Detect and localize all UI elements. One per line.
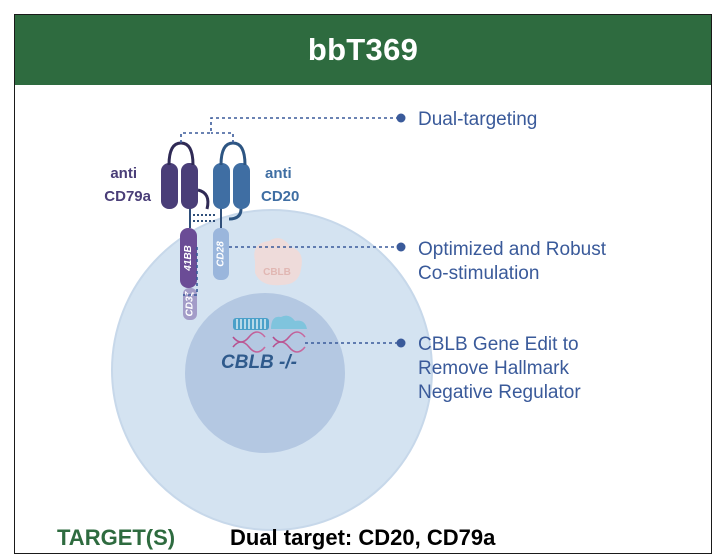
costim-41bb-label: 41BB (183, 245, 194, 272)
callout-dot-1 (396, 113, 406, 123)
cd3z-label: CD3ζ (185, 290, 196, 316)
callout-costim-line1: Optimized and Robust (418, 239, 607, 260)
car-t-diagram: CBLB 41BB CD3ζ CD28 (104, 109, 607, 531)
target-label: TARGET(S) (57, 525, 176, 550)
cblb-protein-label: CBLB (263, 267, 291, 278)
costim-41bb-domain (180, 228, 197, 288)
binder-left-line1: anti (110, 165, 137, 182)
title-bar: bbT369 (15, 15, 711, 85)
callout-leaders (180, 117, 400, 344)
callout-gene-edit-line3: Negative Regulator (418, 382, 581, 403)
slide-frame: bbT369 CBLB 41BB CD3ζ CD28 (14, 14, 712, 554)
binder-right-line1: anti (265, 165, 292, 182)
binder-right-line2: CD20 (261, 188, 299, 205)
callout-gene-edit-line2: Remove Hallmark (418, 358, 569, 379)
target-footer: TARGET(S) Dual target: CD20, CD79a (15, 525, 711, 553)
nucleus (185, 293, 345, 453)
costim-cd28-label: CD28 (216, 241, 227, 267)
dna-icon (232, 331, 306, 353)
target-value: Dual target: CD20, CD79a (230, 525, 496, 550)
callout-costim-line2: Co-stimulation (418, 263, 539, 284)
callout-dual-targeting: Dual-targeting (418, 109, 537, 130)
cblb-protein: CBLB (254, 238, 302, 286)
nucleus-label: CBLB -/- (221, 352, 297, 373)
anti-cd79a-binder (161, 141, 210, 210)
crispr-complex-icon (233, 315, 307, 330)
callout-dot-2 (396, 242, 406, 252)
binder-left-line2: CD79a (104, 188, 151, 205)
costim-cd28-domain (213, 228, 229, 280)
anti-cd20-binder (213, 141, 250, 221)
callout-gene-edit-line1: CBLB Gene Edit to (418, 334, 579, 355)
callout-dot-3 (396, 338, 406, 348)
cd3z-domain (183, 288, 197, 320)
page-title: bbT369 (307, 32, 419, 67)
